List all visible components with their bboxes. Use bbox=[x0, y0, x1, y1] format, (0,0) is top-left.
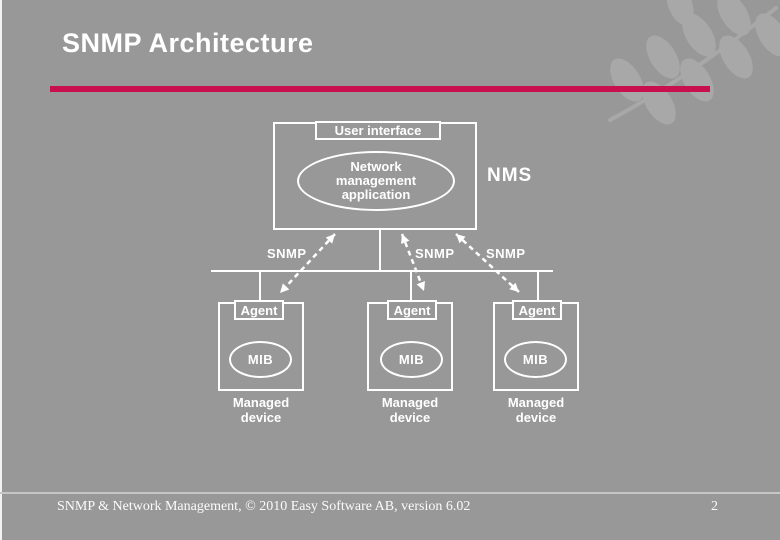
drop-line bbox=[537, 271, 539, 302]
leaf-branch-icon bbox=[608, 0, 780, 125]
agent-label: Agent bbox=[393, 302, 431, 318]
connector-line bbox=[379, 230, 381, 271]
app-label-line: Network bbox=[350, 159, 402, 174]
network-management-application-ellipse: Network management application bbox=[297, 151, 455, 211]
agent-box: Agent bbox=[387, 300, 437, 320]
slide-title: SNMP Architecture bbox=[62, 28, 314, 58]
app-label-line: management bbox=[335, 173, 417, 188]
agent-box: Agent bbox=[512, 300, 562, 320]
managed-device-label: Managed device bbox=[232, 395, 290, 425]
slide-left-edge bbox=[0, 0, 2, 540]
mib-ellipse: MIB bbox=[229, 341, 292, 378]
managed-device-label: Managed device bbox=[381, 395, 439, 425]
agent-label: Agent bbox=[240, 302, 278, 318]
mib-ellipse: MIB bbox=[380, 341, 443, 378]
agent-box: Agent bbox=[234, 300, 284, 320]
snmp-label: SNMP bbox=[486, 246, 526, 261]
mib-label: MIB bbox=[247, 352, 274, 367]
snmp-label: SNMP bbox=[267, 246, 307, 261]
title-underline bbox=[50, 86, 710, 92]
user-interface-label: User interface bbox=[334, 123, 422, 138]
dashed-arrow bbox=[400, 233, 426, 292]
app-label-line: application bbox=[341, 187, 411, 202]
footer-separator bbox=[0, 492, 780, 494]
dashed-arrow bbox=[279, 233, 336, 294]
mib-ellipse: MIB bbox=[504, 341, 567, 378]
snmp-label: SNMP bbox=[415, 246, 455, 261]
user-interface-box: User interface bbox=[315, 121, 441, 140]
drop-line bbox=[259, 271, 261, 302]
footer-text: SNMP & Network Management, © 2010 Easy S… bbox=[57, 499, 471, 514]
drop-line bbox=[410, 271, 412, 302]
bus-line bbox=[211, 270, 553, 272]
nms-label: NMS bbox=[487, 165, 533, 186]
agent-label: Agent bbox=[518, 302, 556, 318]
mib-label: MIB bbox=[398, 352, 425, 367]
mib-label: MIB bbox=[522, 352, 549, 367]
dashed-arrow bbox=[455, 233, 520, 293]
managed-device-label: Managed device bbox=[507, 395, 565, 425]
page-number: 2 bbox=[711, 499, 718, 514]
